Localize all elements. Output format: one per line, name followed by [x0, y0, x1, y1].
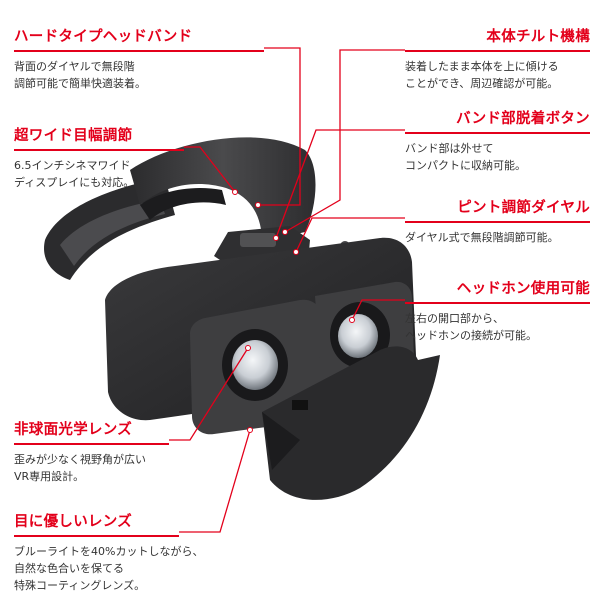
feature-title: 超ワイド目幅調節 [14, 128, 133, 144]
feature-aspherical-lens: 非球面光学レンズ 歪みが少なく視野角が広い VR専用設計。 [14, 418, 169, 485]
feature-title: バンド部脱着ボタン [456, 111, 590, 127]
title-underline [14, 149, 184, 151]
feature-title: ピント調節ダイヤル [457, 200, 590, 216]
feature-band-release-button: バンド部脱着ボタン バンド部は外せて コンパクトに収納可能。 [405, 107, 590, 174]
feature-description: 装着したまま本体を上に傾ける ことができ、周辺確認が可能。 [405, 60, 559, 90]
feature-title: ハードタイプヘッドバンド [14, 29, 193, 45]
feature-description: 背面のダイヤルで無段階 調節可能で簡単快適装着。 [14, 60, 146, 90]
feature-eye-friendly-lens: 目に優しいレンズ ブルーライトを40%カットしながら、 自然な色合いを保てる 特… [14, 510, 203, 594]
feature-description: 歪みが少なく視野角が広い VR専用設計。 [14, 453, 146, 483]
feature-title: 本体チルト機構 [486, 29, 590, 45]
feature-focus-dial: ピント調節ダイヤル ダイヤル式で無段階調節可能。 [405, 196, 590, 246]
feature-wide-ipd: 超ワイド目幅調節 6.5インチシネマワイド ディスプレイにも対応。 [14, 124, 184, 191]
feature-description: ダイヤル式で無段階調節可能。 [405, 231, 559, 244]
feature-title: 目に優しいレンズ [14, 514, 133, 530]
title-underline [14, 443, 169, 445]
feature-tilt-mechanism: 本体チルト機構 装着したまま本体を上に傾ける ことができ、周辺確認が可能。 [405, 25, 590, 92]
feature-description: 左右の開口部から、 ヘッドホンの接続が可能。 [405, 312, 537, 342]
feature-hard-headband: ハードタイプヘッドバンド 背面のダイヤルで無段階 調節可能で簡単快適装着。 [14, 25, 264, 92]
feature-title: ヘッドホン使用可能 [456, 281, 590, 297]
feature-headphone-compatible: ヘッドホン使用可能 左右の開口部から、 ヘッドホンの接続が可能。 [405, 277, 590, 344]
feature-title: 非球面光学レンズ [14, 422, 133, 438]
title-underline [14, 535, 179, 537]
feature-description: バンド部は外せて コンパクトに収納可能。 [405, 142, 526, 172]
title-underline [405, 221, 590, 223]
title-underline [405, 302, 590, 304]
title-underline [405, 132, 590, 134]
feature-description: 6.5インチシネマワイド ディスプレイにも対応。 [14, 159, 135, 189]
title-underline [14, 50, 264, 52]
title-underline [405, 50, 590, 52]
feature-description: ブルーライトを40%カットしながら、 自然な色合いを保てる 特殊コーティングレン… [14, 545, 204, 592]
